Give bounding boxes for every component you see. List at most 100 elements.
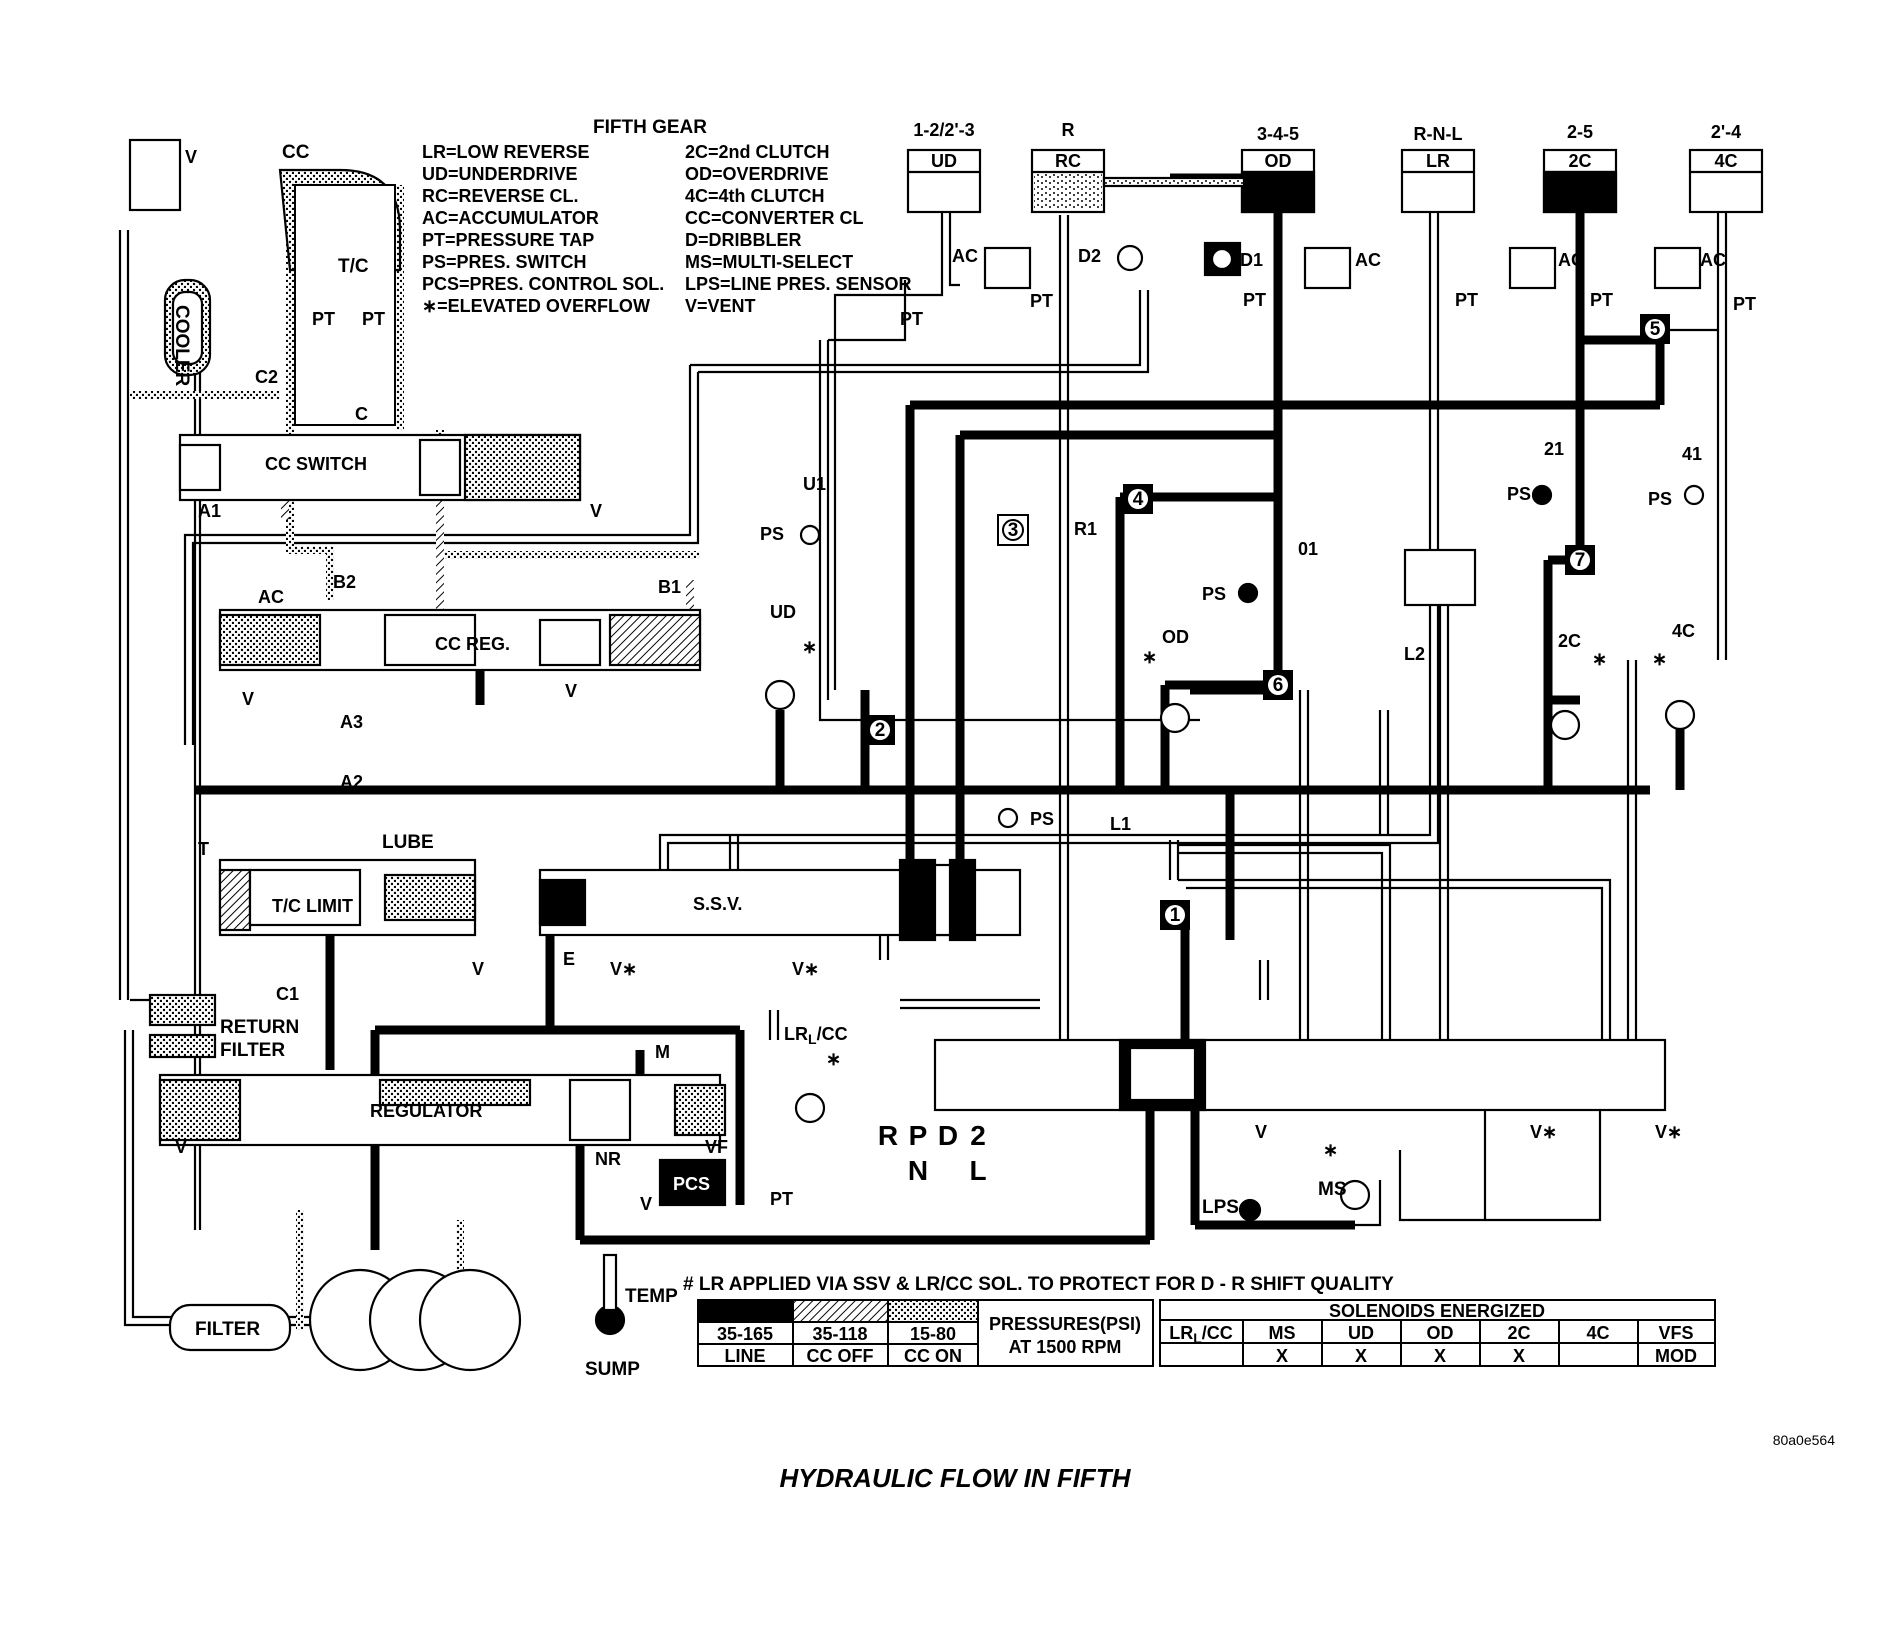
label-pt: PT (1733, 294, 1756, 314)
legend-item: UD=UNDERDRIVE (422, 164, 578, 184)
label-ms: MS (1318, 1179, 1347, 1200)
pressure-subheader: AT 1500 RPM (1009, 1337, 1122, 1357)
label-2c: 2C (1558, 631, 1581, 651)
label-a1: A1 (198, 501, 221, 521)
position-2: 2 (970, 1120, 986, 1151)
ps-01 (1237, 582, 1259, 604)
label-filter: FILTER (195, 1319, 260, 1340)
label-vent: V (185, 147, 197, 167)
label-ps: PS (1648, 489, 1672, 509)
pressure-line-name: LINE (724, 1346, 765, 1366)
label-cooler: COOLER (171, 305, 192, 387)
clutch-name-ud: UD (931, 151, 957, 171)
ps-u1 (799, 524, 821, 546)
label-c: C (355, 404, 368, 424)
solenoid-col-ud: UD (1348, 1323, 1374, 1343)
label-pt: PT (1030, 291, 1053, 311)
solenoid-val-ud: X (1355, 1346, 1367, 1366)
label-sump: SUMP (585, 1359, 640, 1380)
shift-quality-note: # LR APPLIED VIA SSV & LR/CC SOL. TO PRO… (683, 1274, 1394, 1295)
label-o1: 01 (1298, 539, 1318, 559)
label-r1: R1 (1074, 519, 1097, 539)
svg-text:2: 2 (875, 720, 886, 741)
clutch-lr (1400, 148, 1476, 214)
label-ac: AC (1355, 250, 1381, 270)
figure-caption: HYDRAULIC FLOW IN FIFTH (780, 1463, 1132, 1493)
pressure-cc-off-name: CC OFF (807, 1346, 874, 1366)
label-a3: A3 (340, 712, 363, 732)
label-pt: PT (362, 309, 385, 329)
solenoid-val-ms: X (1276, 1346, 1288, 1366)
pressure-header: PRESSURES(PSI) (989, 1314, 1141, 1334)
valves (128, 138, 1705, 1372)
lr-valve (1403, 548, 1477, 607)
position-p: P (909, 1120, 928, 1151)
pressure-table-text: 35-165 35-118 15-80 LINE CC OFF CC ON PR… (717, 1314, 1141, 1366)
ud-solenoid (764, 679, 796, 711)
legend-item: LPS=LINE PRES. SENSOR (685, 274, 912, 294)
label-c2: C2 (255, 367, 278, 387)
manual-positions: R P D 2 N L (878, 1120, 987, 1186)
solenoid-table-text: SOLENOIDS ENERGIZED LRL/CC MS UD OD 2C 4… (1169, 1301, 1697, 1366)
legend-item: AC=ACCUMULATOR (422, 208, 599, 228)
pressure-cc-off-range: 35-118 (812, 1324, 867, 1344)
lps-sensor (1238, 1198, 1262, 1222)
label-pt: PT (1455, 290, 1478, 310)
label-ps: PS (1202, 584, 1226, 604)
label-pt: PT (900, 309, 923, 329)
solenoid-table (1159, 1299, 1716, 1367)
solenoid-val-vfs: MOD (1655, 1346, 1697, 1366)
svg-text:4: 4 (1133, 489, 1144, 510)
4c-solenoid (1664, 699, 1696, 731)
label-vent: V (565, 681, 577, 701)
hydraulic-lines (118, 173, 1728, 1330)
solenoid-table-title: SOLENOIDS ENERGIZED (1329, 1301, 1545, 1321)
label-cc: CC (282, 142, 310, 163)
accumulator-od (1303, 246, 1352, 290)
ps-21 (1531, 484, 1553, 506)
label-pt: PT (1590, 290, 1613, 310)
label-b2: B2 (333, 572, 356, 592)
label-vent-star: V∗ (1530, 1122, 1557, 1142)
port-labels: V C2 C PT PT A1 V B2 B1 AC V V A3 A2 T V… (175, 147, 1756, 1214)
legend-item: PS=PRES. SWITCH (422, 252, 587, 272)
return-filter-body (148, 993, 217, 1027)
label-ac: AC (1700, 250, 1726, 270)
position-l: L (969, 1155, 986, 1186)
label-ac: AC (1558, 250, 1584, 270)
legend: LR=LOW REVERSE UD=UNDERDRIVE RC=REVERSE … (422, 142, 912, 316)
label-nr: NR (595, 1149, 621, 1169)
label-star: ∗ (1652, 649, 1667, 669)
label-star: ∗ (1323, 1140, 1338, 1160)
manual-valve (933, 1038, 1667, 1112)
label-vf: VF (705, 1137, 728, 1157)
check-ball-4: 4 (1123, 484, 1153, 514)
label-star: ∗ (826, 1049, 841, 1069)
label-star: ∗ (802, 637, 817, 657)
svg-text:5: 5 (1650, 319, 1661, 340)
label-vent-star: V∗ (610, 959, 637, 979)
pressure-cc-on-name: CC ON (904, 1346, 962, 1366)
legend-item: PT=PRESSURE TAP (422, 230, 594, 250)
clutch-gear-od: 3-4-5 (1257, 124, 1299, 144)
label-vent: V (1255, 1122, 1267, 1142)
check-balls: 1 2 3 4 5 6 7 (865, 314, 1670, 930)
label-d1: D1 (1240, 250, 1263, 270)
ps-41 (1683, 484, 1705, 506)
label-ac: AC (258, 587, 284, 607)
legend-item: MS=MULTI-SELECT (685, 252, 853, 272)
label-d2: D2 (1078, 246, 1101, 266)
check-ball-6: 6 (1263, 670, 1293, 700)
label-ps: PS (1507, 484, 1531, 504)
dribbler-d2 (1116, 244, 1144, 272)
pressure-cc-on-range: 15-80 (910, 1324, 956, 1344)
pump-gear-3 (418, 1268, 522, 1372)
diagram-title: FIFTH GEAR (593, 117, 707, 138)
label-pcs: PCS (673, 1174, 710, 1194)
clutch-gear-2c: 2-5 (1567, 122, 1593, 142)
label-e: E (563, 949, 575, 969)
clutch-gear-rc: R (1062, 120, 1075, 140)
figure-code: 80a0e564 (1773, 1432, 1836, 1448)
label-pt: PT (1243, 290, 1266, 310)
label-cc-reg: CC REG. (435, 634, 510, 654)
